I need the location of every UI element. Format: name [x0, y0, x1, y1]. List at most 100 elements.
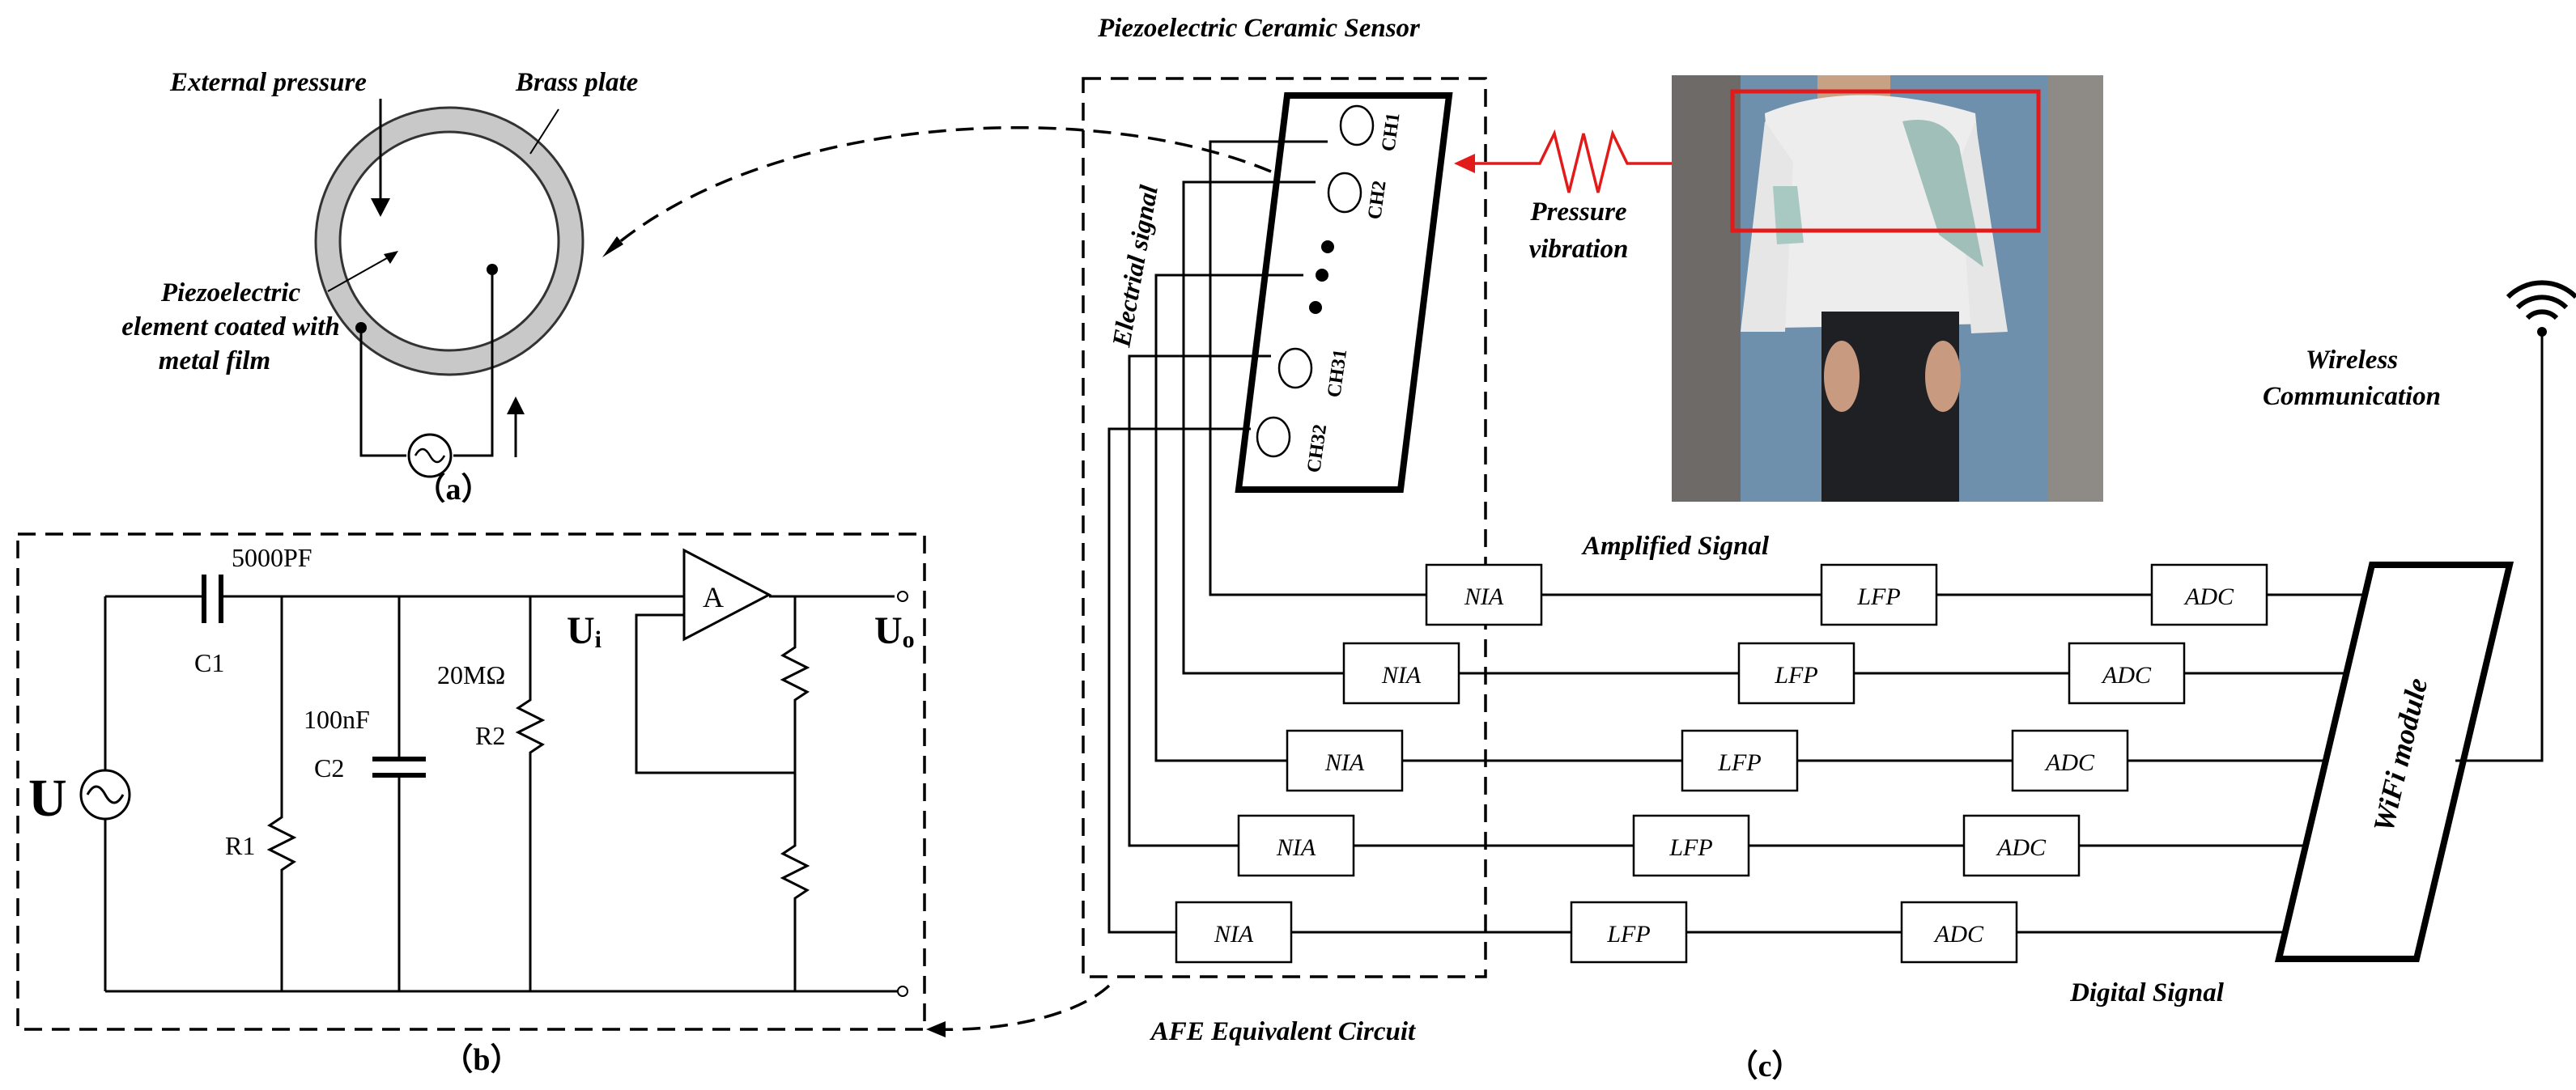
nia-block-4: [1237, 814, 1355, 877]
r1-name: R1: [225, 831, 255, 860]
wire-ch1: [1209, 140, 1426, 596]
wireless-label-2: Communication: [2263, 382, 2441, 411]
r2-name: R2: [475, 721, 505, 750]
source-label: U: [28, 769, 67, 828]
ac-wave-icon: [414, 447, 446, 464]
afe-boundary: [1082, 77, 1487, 978]
nia-block-2: [1342, 642, 1460, 705]
amplified-signal-label: Amplified Signal: [1581, 532, 1770, 561]
afe-circuit-frame: [16, 532, 926, 1031]
nia-block-5: [1175, 901, 1293, 964]
connector-b-to-afe: [932, 984, 1111, 1032]
adc-block-3: [2011, 729, 2129, 792]
force-arrowhead-up: [507, 397, 525, 414]
ellipsis-dot-1: [1321, 240, 1334, 253]
c2-name: C2: [314, 753, 344, 783]
label-piezo-line1: Piezoelectric: [160, 278, 301, 307]
r2-resistor: [515, 596, 546, 991]
lfp-label-4: LFP: [1668, 834, 1712, 861]
channel-2-electrode: [1327, 172, 1362, 214]
wireless-label-1: Wireless: [2306, 346, 2398, 375]
adc-block-4: [1962, 814, 2081, 877]
sensor-strip: [1235, 92, 1453, 493]
divider-resistors: [780, 596, 810, 991]
pressure-vibration-wave: [1472, 129, 1680, 193]
pressure-label-2: vibration: [1529, 235, 1629, 264]
lfp-label-1: LFP: [1856, 583, 1900, 610]
pressure-label-1: Pressure: [1529, 197, 1626, 227]
wifi-signal-icon: [2506, 280, 2576, 337]
adc-label-2: ADC: [2101, 662, 2152, 689]
source-wave-icon: [86, 785, 125, 804]
c1-name: C1: [194, 648, 224, 677]
piezo-pointer-line: [327, 254, 393, 292]
output-terminal: [897, 591, 908, 602]
panel-a: External pressure Brass plate Piezoelect…: [121, 68, 638, 507]
ellipsis-dot-3: [1309, 301, 1322, 314]
amplifier-icon: [682, 548, 772, 642]
adc-label-4: ADC: [1996, 834, 2047, 861]
panel-b: U 5000PF C1 R1 100nF C2 20MΩ R2 Ui A Uo …: [16, 532, 926, 1077]
uo-label: Uo: [874, 609, 915, 653]
brass-plate-ring: [316, 108, 583, 375]
adc-block-1: [2150, 563, 2268, 626]
label-piezo-line3: metal film: [159, 346, 270, 375]
sensor-title: Piezoelectric Ceramic Sensor: [1097, 14, 1421, 43]
adc-block-2: [2068, 642, 2186, 705]
c2-value: 100nF: [304, 705, 370, 734]
adc-label-5: ADC: [1933, 921, 1984, 948]
lfp-label-3: LFP: [1717, 749, 1761, 776]
amplifier-label: A: [703, 581, 724, 613]
nia-label-3: NIA: [1324, 749, 1365, 776]
caption-c: （c）: [1728, 1050, 1803, 1084]
electrode-wire-inner: [453, 269, 494, 457]
subject-right-hand: [1925, 341, 1961, 412]
adc-block-5: [1900, 901, 2018, 964]
adc-label-3: ADC: [2044, 749, 2095, 776]
channel-31-electrode: [1277, 347, 1313, 389]
caption-a: （a）: [414, 473, 491, 507]
pressure-arrowhead-red: [1454, 154, 1475, 173]
nia-label-2: NIA: [1381, 662, 1422, 689]
sensor-location-box: [1730, 89, 2041, 233]
antenna-wire: [2455, 332, 2544, 762]
pressure-arrowhead: [371, 198, 390, 217]
brass-pointer-line: [529, 108, 559, 155]
r1-resistor: [266, 596, 297, 991]
electrode-wire-outer: [359, 328, 406, 457]
wire-ch4: [1128, 354, 1271, 847]
lfp-block-1: [1820, 563, 1938, 626]
nia-label-1: NIA: [1464, 583, 1504, 610]
r2-value: 20MΩ: [437, 660, 505, 689]
connector-b-arrowhead: [926, 1021, 946, 1037]
channel-32-electrode: [1256, 416, 1291, 458]
feedback-wire: [635, 613, 795, 774]
wire-ch3: [1154, 274, 1303, 762]
nia-label-5: NIA: [1214, 921, 1254, 948]
panel-c: Piezoelectric Ceramic Sensor CH1 CH2 CH3…: [1082, 14, 2576, 1084]
connector-a-arrowhead: [602, 236, 623, 257]
lfp-block-3: [1681, 729, 1799, 792]
lfp-label-5: LFP: [1606, 921, 1650, 948]
lfp-label-2: LFP: [1774, 662, 1817, 689]
channel-1-electrode: [1339, 104, 1375, 146]
nia-block-1: [1425, 563, 1543, 626]
subject-photo: [1672, 75, 2103, 502]
adc-label-1: ADC: [2183, 583, 2234, 610]
subject-left-hand: [1824, 341, 1860, 412]
brass-plate-edge-outer: [314, 106, 584, 376]
connector-a-to-sensor: [607, 126, 1272, 252]
label-brass-plate: Brass plate: [515, 68, 638, 97]
ground-terminal: [897, 986, 908, 997]
nia-label-4: NIA: [1276, 834, 1316, 861]
afe-label: AFE Equivalent Circuit: [1150, 1017, 1416, 1046]
piezo-element-disc: [338, 130, 560, 352]
piezo-pointer-arrowhead: [384, 251, 398, 264]
nia-block-3: [1286, 729, 1404, 792]
wifi-module-block: [2274, 562, 2514, 962]
c1-value: 5000PF: [232, 543, 312, 572]
lfp-block-5: [1570, 901, 1688, 964]
electrical-signal-label: Electrial signal: [1106, 183, 1163, 350]
lfp-block-2: [1737, 642, 1855, 705]
